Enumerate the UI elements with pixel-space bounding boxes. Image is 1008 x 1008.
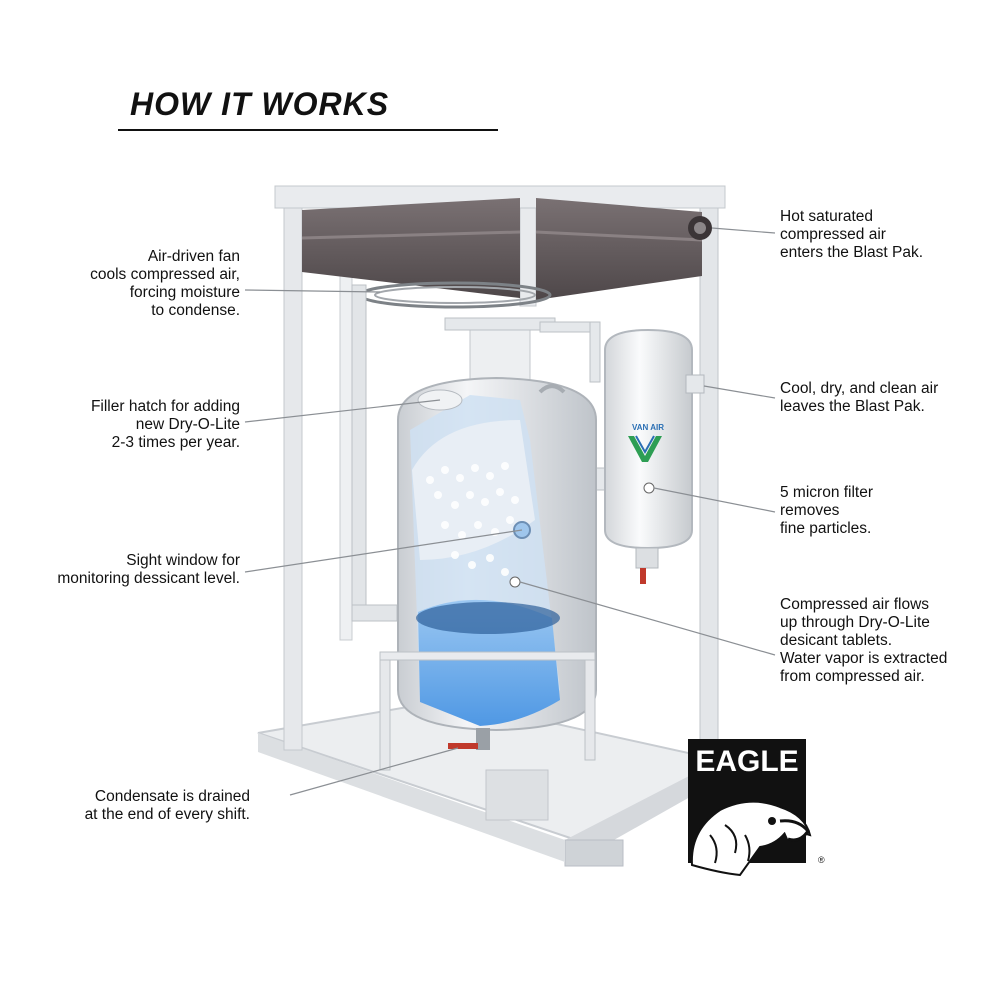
leader-sight xyxy=(244,529,523,573)
callout-fan: Air-driven fan cools compressed air, for… xyxy=(90,248,240,319)
callout-outlet: Cool, dry, and clean air leaves the Blas… xyxy=(780,380,939,415)
micron-filter: VAN AIR xyxy=(604,328,705,584)
tank-legs xyxy=(379,651,596,771)
desiccant-tablets xyxy=(426,462,519,576)
svg-text:®: ® xyxy=(818,855,825,865)
callout-sight: Sight window for monitoring dessicant le… xyxy=(57,552,240,587)
dessicant-tank xyxy=(397,376,597,732)
leader-fan xyxy=(244,289,381,293)
eagle-head-icon xyxy=(690,800,812,877)
leader-outlet xyxy=(703,385,776,399)
leader-flow xyxy=(519,581,776,656)
svg-text:VAN AIR: VAN AIR xyxy=(632,423,664,432)
title-underline xyxy=(118,129,498,131)
callout-inlet: Hot saturated compressed air enters the … xyxy=(780,208,924,261)
van-air-logo: VAN AIR xyxy=(628,423,664,462)
callout-hatch: Filler hatch for adding new Dry-O-Lite 2… xyxy=(90,398,240,451)
page-title: HOW IT WORKS xyxy=(130,86,390,122)
leader-inlet xyxy=(711,227,776,234)
eagle-logo-text: EAGLE xyxy=(695,745,798,778)
eagle-logo: EAGLE ® xyxy=(688,739,825,877)
leader-lines xyxy=(244,227,776,796)
drain-valve xyxy=(448,728,490,750)
callout-drain: Condensate is drained at the end of ever… xyxy=(84,788,250,823)
leader-filter xyxy=(653,487,776,513)
callout-flow: Compressed air flows up through Dry-O-Li… xyxy=(780,596,948,685)
leader-hatch xyxy=(244,399,441,423)
leader-drain xyxy=(289,747,459,796)
callout-filter: 5 micron filter removes fine particles. xyxy=(780,484,874,537)
fan-housing xyxy=(301,198,712,309)
